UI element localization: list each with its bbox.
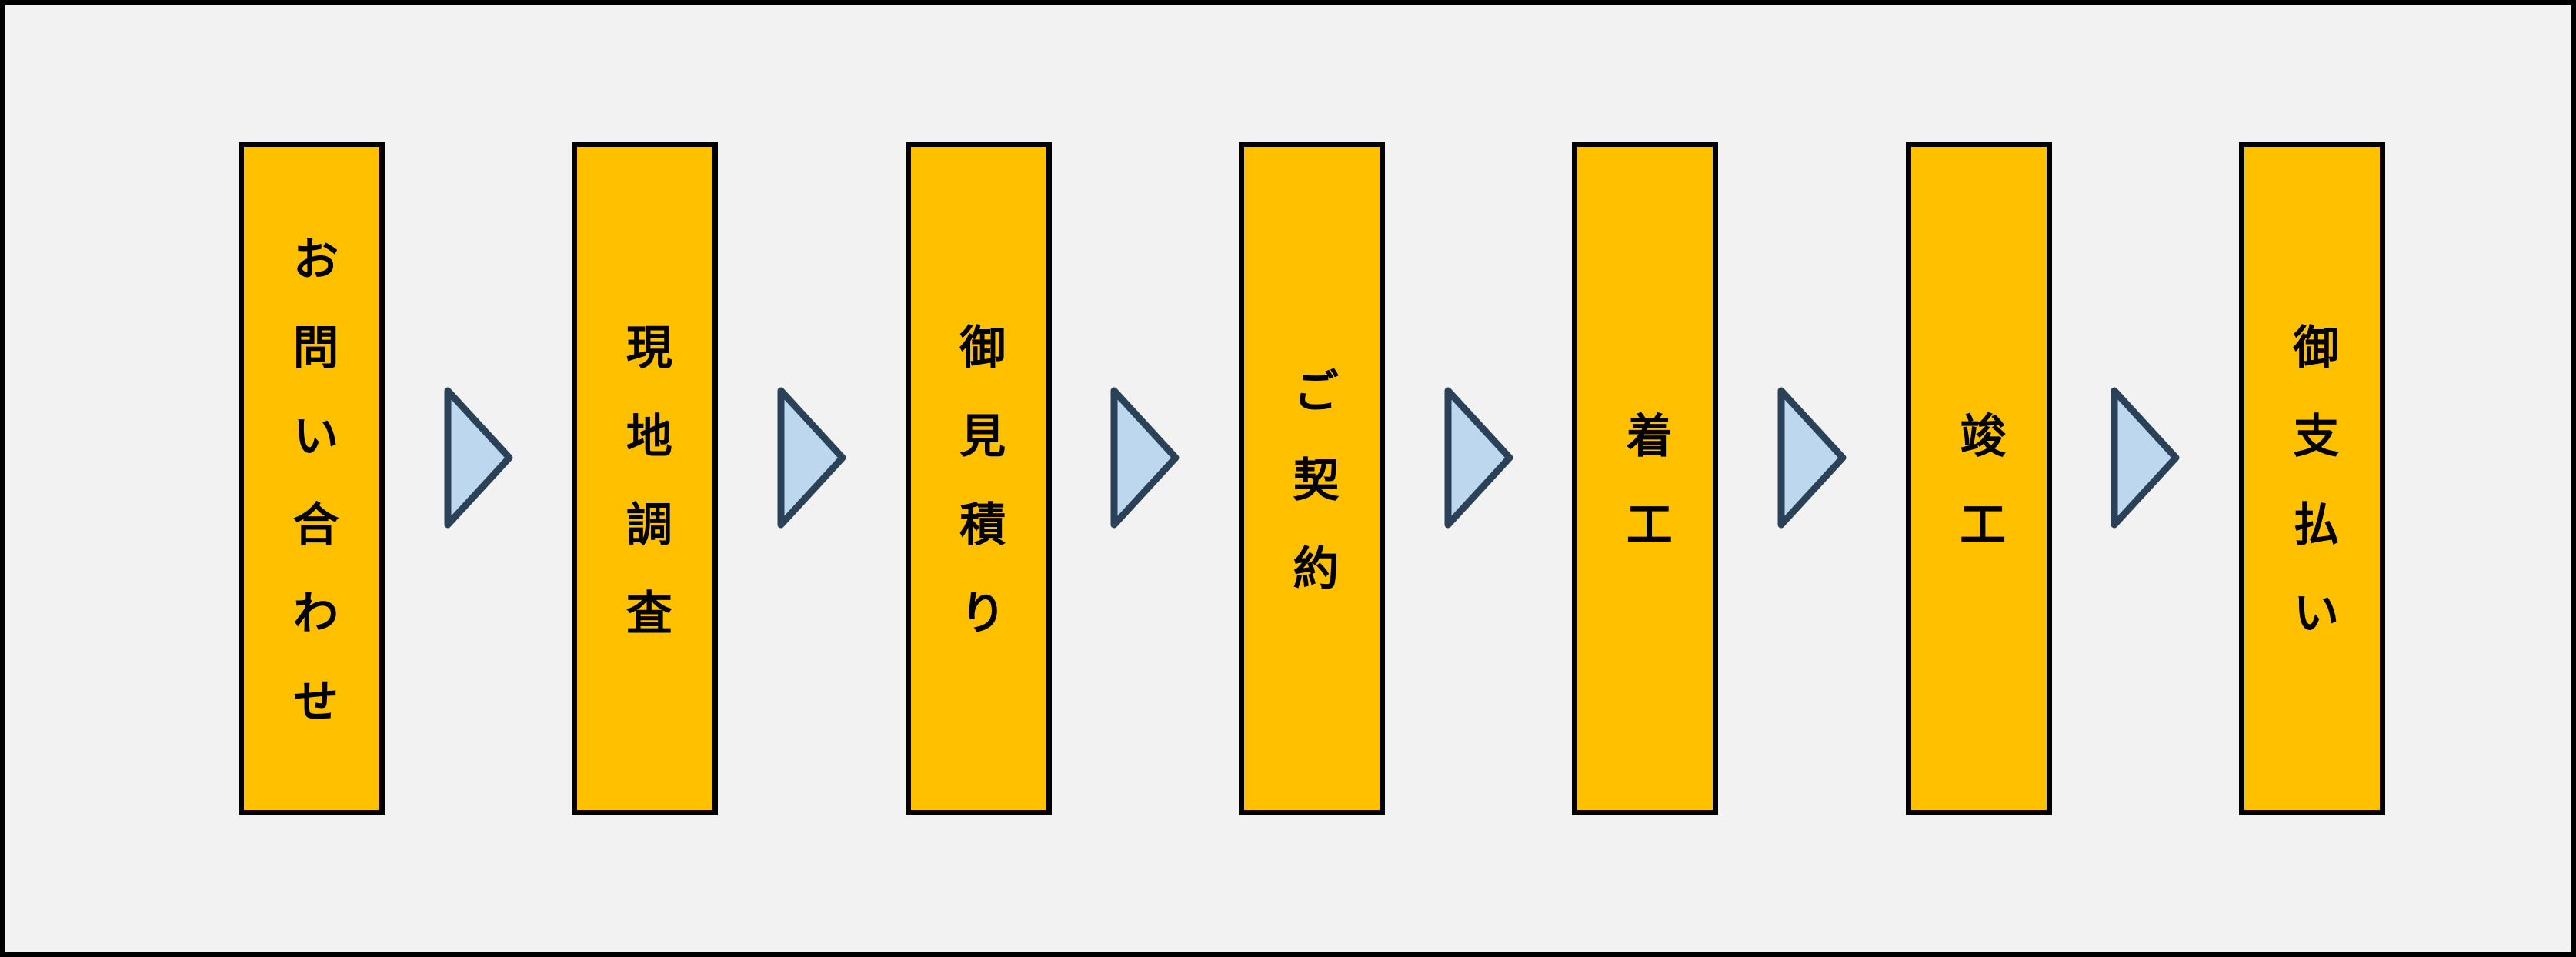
- right-triangle-arrow-icon: [1444, 387, 1513, 529]
- process-flow-row: お問い合わせ 現地調査 御見積り ご契約 着工 竣: [5, 5, 2571, 952]
- step-completion: 竣工: [1905, 142, 2052, 815]
- right-triangle-arrow-icon: [1110, 387, 1180, 529]
- step-inquiry-label: お問い合わせ: [285, 234, 339, 765]
- step-completion-label: 竣工: [1951, 411, 2006, 589]
- right-triangle-arrow-icon: [2111, 387, 2180, 529]
- step-inquiry: お問い合わせ: [239, 142, 385, 815]
- step-contract: ご契約: [1238, 142, 1385, 815]
- step-construction-start-label: 着工: [1618, 411, 1673, 589]
- step-payment: 御支払い: [2238, 142, 2385, 815]
- step-site-survey-label: 現地調査: [618, 322, 672, 677]
- step-estimate: 御見積り: [905, 142, 1052, 815]
- right-triangle-arrow-icon: [444, 387, 513, 529]
- right-triangle-arrow-icon: [1777, 387, 1847, 529]
- right-triangle-arrow-icon: [777, 387, 846, 529]
- step-construction-start: 着工: [1572, 142, 1719, 815]
- step-payment-label: 御支払い: [2284, 322, 2339, 677]
- step-site-survey: 現地調査: [572, 142, 719, 815]
- step-estimate-label: 御見積り: [951, 322, 1006, 677]
- step-contract-label: ご契約: [1284, 367, 1339, 632]
